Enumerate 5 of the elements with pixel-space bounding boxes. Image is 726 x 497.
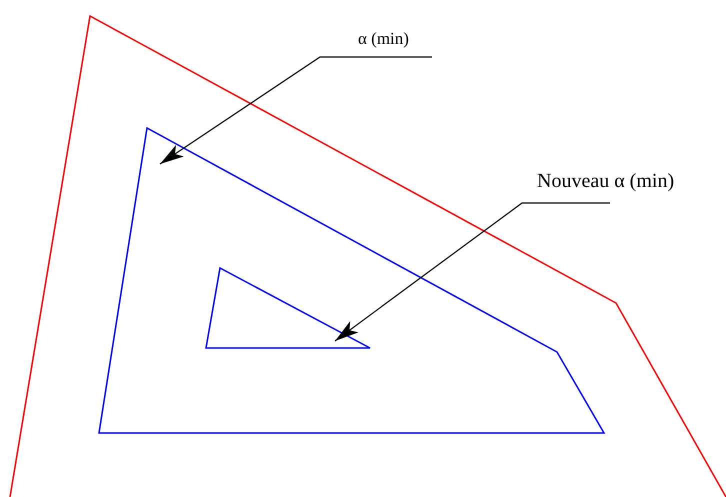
leader-line [334, 202, 610, 342]
leader-line [160, 56, 432, 164]
callout-label: Nouveau α (min) [537, 170, 674, 192]
callout-label: α (min) [358, 30, 409, 49]
triangle-outline [205, 266, 371, 349]
